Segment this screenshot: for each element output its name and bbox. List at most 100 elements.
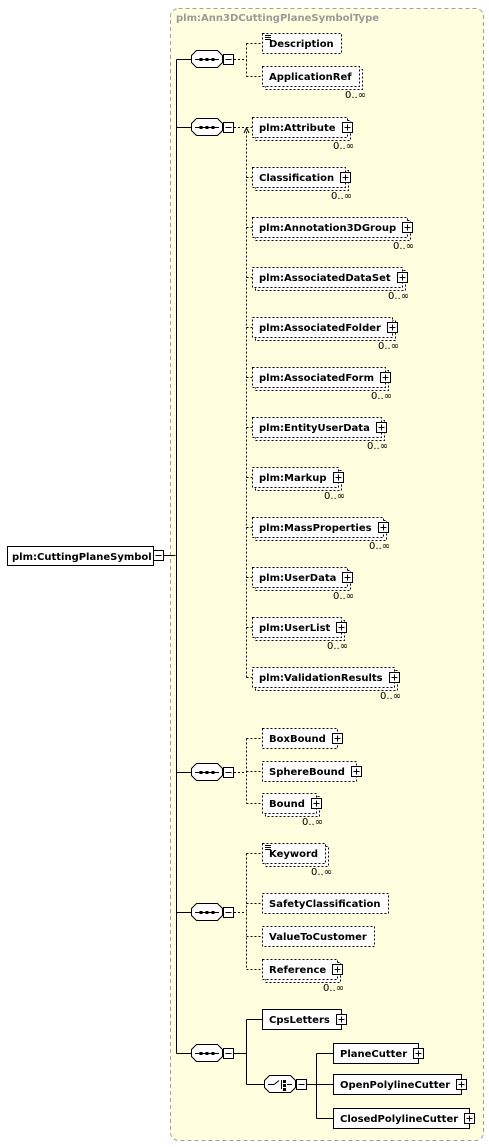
plus-box-icon[interactable]	[332, 733, 343, 744]
element-valuetocustomer[interactable]: ValueToCustomer	[262, 926, 375, 947]
type-title: plm:Ann3DCuttingPlaneSymbolType	[176, 13, 379, 24]
element-markup[interactable]: plm:Markup 0..∞	[252, 467, 346, 503]
sequence-compositor-icon[interactable]	[191, 50, 223, 68]
plus-box-icon[interactable]	[332, 964, 343, 975]
element-validationresults-occurrence: 0..∞	[380, 691, 401, 702]
element-associatedfolder-label: plm:AssociatedFolder	[259, 323, 381, 334]
element-keyword[interactable]: Keyword 0..∞	[262, 843, 333, 879]
element-openpolylinecutter[interactable]: OpenPolylineCutter	[333, 1074, 467, 1095]
root-element-label: plm:CuttingPlaneSymbol	[12, 552, 152, 563]
element-boxbound-label: BoxBound	[269, 734, 326, 745]
element-attribute-occurrence: 0..∞	[333, 141, 354, 152]
plus-box-icon[interactable]	[376, 422, 387, 433]
element-spherebound[interactable]: SphereBound	[262, 761, 362, 782]
element-cpsletters-label: CpsLetters	[269, 1015, 330, 1026]
element-classification-occurrence: 0..∞	[331, 191, 352, 202]
plus-box-icon[interactable]	[311, 798, 322, 809]
element-massproperties-label: plm:MassProperties	[259, 523, 372, 534]
element-keyword-label: Keyword	[269, 849, 318, 860]
plus-box-icon[interactable]	[456, 1079, 467, 1090]
element-planecutter-label: PlaneCutter	[340, 1049, 407, 1060]
element-userlist-label: plm:UserList	[259, 623, 331, 634]
element-associateddataset-label: plm:AssociatedDataSet	[259, 273, 391, 284]
element-closedpolylinecutter[interactable]: ClosedPolylineCutter	[333, 1108, 475, 1129]
minus-box-icon[interactable]	[223, 767, 234, 778]
plus-box-icon[interactable]	[342, 572, 353, 583]
element-boxbound[interactable]: BoxBound	[262, 728, 343, 749]
documentation-lines-icon	[265, 845, 271, 850]
element-userdata-label: plm:UserData	[259, 573, 336, 584]
plus-box-icon[interactable]	[389, 672, 400, 683]
element-cpsletters[interactable]: CpsLetters	[262, 1009, 347, 1030]
element-reference-label: Reference	[269, 965, 326, 976]
element-associatedform-occurrence: 0..∞	[371, 391, 392, 402]
element-openpolylinecutter-label: OpenPolylineCutter	[340, 1080, 450, 1091]
element-entityuserdata[interactable]: plm:EntityUserData 0..∞	[252, 417, 389, 453]
plus-box-icon[interactable]	[397, 272, 408, 283]
element-reference-occurrence: 0..∞	[323, 983, 344, 994]
element-associateddataset-occurrence: 0..∞	[388, 291, 409, 302]
minus-box-icon[interactable]	[153, 550, 164, 561]
element-validationresults-label: plm:ValidationResults	[259, 673, 383, 684]
root-element[interactable]: plm:CuttingPlaneSymbol	[7, 546, 154, 566]
element-bound-occurrence: 0..∞	[302, 817, 323, 828]
element-associateddataset[interactable]: plm:AssociatedDataSet 0..∞	[252, 267, 410, 303]
element-applicationref-label: ApplicationRef	[269, 72, 352, 83]
plus-box-icon[interactable]	[464, 1113, 475, 1124]
element-userlist-occurrence: 0..∞	[327, 641, 348, 652]
element-description-label: Description	[269, 39, 334, 50]
element-valuetocustomer-label: ValueToCustomer	[269, 932, 367, 943]
plus-box-icon[interactable]	[336, 622, 347, 633]
element-safetyclassification[interactable]: SafetyClassification	[262, 893, 389, 914]
element-userlist[interactable]: plm:UserList 0..∞	[252, 617, 349, 653]
minus-box-icon[interactable]	[223, 54, 234, 65]
choice-compositor-icon[interactable]	[264, 1075, 296, 1093]
element-description[interactable]: Description	[262, 33, 342, 54]
plus-box-icon[interactable]	[336, 1014, 347, 1025]
plus-box-icon[interactable]	[378, 522, 389, 533]
minus-box-icon[interactable]	[223, 122, 234, 133]
element-bound-label: Bound	[269, 799, 305, 810]
element-associatedform-label: plm:AssociatedForm	[259, 373, 374, 384]
minus-box-icon[interactable]	[296, 1079, 307, 1090]
sequence-compositor-icon[interactable]	[191, 118, 223, 136]
element-validationresults[interactable]: plm:ValidationResults 0..∞	[252, 667, 402, 703]
element-safetyclassification-label: SafetyClassification	[269, 899, 381, 910]
plus-box-icon[interactable]	[342, 122, 353, 133]
element-attribute-label: plm:Attribute	[259, 123, 336, 134]
element-reference[interactable]: Reference 0..∞	[262, 959, 345, 995]
element-annotation3dgroup[interactable]: plm:Annotation3DGroup 0..∞	[252, 217, 415, 253]
element-attribute[interactable]: plm:Attribute 0..∞	[252, 117, 355, 153]
element-associatedfolder[interactable]: plm:AssociatedFolder 0..∞	[252, 317, 400, 353]
element-markup-label: plm:Markup	[259, 473, 327, 484]
sequence-compositor-icon[interactable]	[191, 1044, 223, 1062]
element-annotation3dgroup-occurrence: 0..∞	[393, 241, 414, 252]
element-bound[interactable]: Bound 0..∞	[262, 793, 324, 829]
plus-box-icon[interactable]	[351, 766, 362, 777]
minus-box-icon[interactable]	[223, 907, 234, 918]
plus-box-icon[interactable]	[413, 1048, 424, 1059]
plus-box-icon[interactable]	[402, 222, 413, 233]
plus-box-icon[interactable]	[333, 472, 344, 483]
documentation-lines-icon	[265, 35, 271, 40]
element-entityuserdata-label: plm:EntityUserData	[259, 423, 370, 434]
element-associatedfolder-occurrence: 0..∞	[378, 341, 399, 352]
sequence-compositor-icon[interactable]	[191, 763, 223, 781]
plus-box-icon[interactable]	[340, 172, 351, 183]
element-closedpolylinecutter-label: ClosedPolylineCutter	[340, 1114, 458, 1125]
element-planecutter[interactable]: PlaneCutter	[333, 1043, 424, 1064]
element-classification[interactable]: Classification 0..∞	[252, 167, 353, 203]
minus-box-icon[interactable]	[223, 1048, 234, 1059]
element-keyword-occurrence: 0..∞	[311, 867, 332, 878]
plus-box-icon[interactable]	[380, 372, 391, 383]
element-associatedform[interactable]: plm:AssociatedForm 0..∞	[252, 367, 393, 403]
element-markup-occurrence: 0..∞	[324, 491, 345, 502]
plus-box-icon[interactable]	[387, 322, 398, 333]
element-annotation3dgroup-label: plm:Annotation3DGroup	[259, 223, 396, 234]
sequence-compositor-icon[interactable]	[191, 903, 223, 921]
element-entityuserdata-occurrence: 0..∞	[367, 441, 388, 452]
element-classification-label: Classification	[259, 173, 334, 184]
